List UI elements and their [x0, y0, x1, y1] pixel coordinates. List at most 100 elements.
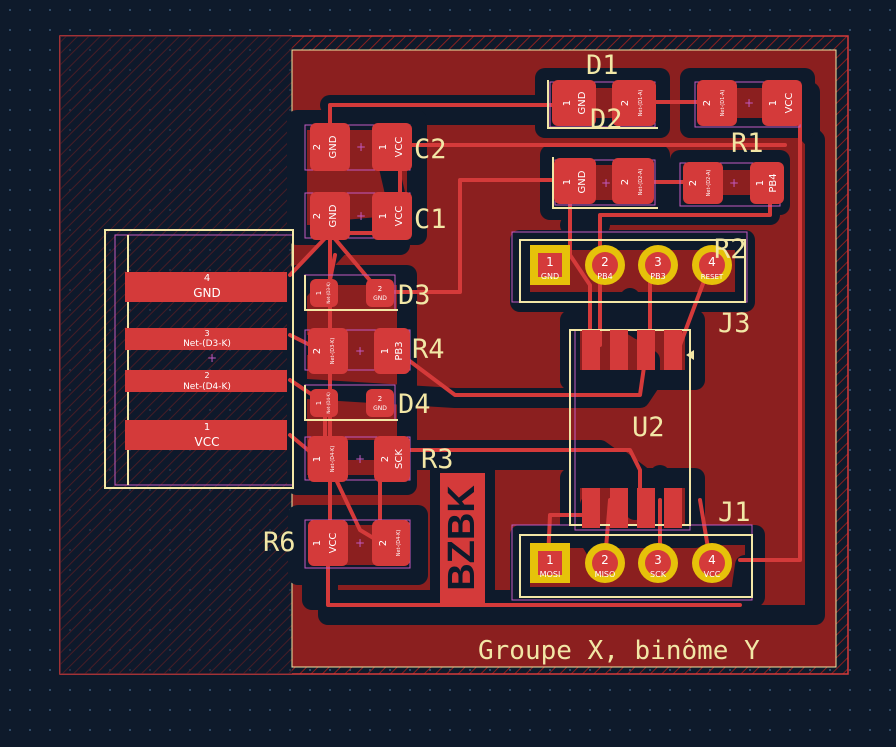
r2-pad-2-net: Net-(D2-A) [706, 170, 712, 197]
ref-c1[interactable]: C1 [414, 204, 447, 235]
connector-left-net-3: Net-(D3-K) [183, 339, 231, 349]
r6-pad-1[interactable] [308, 520, 348, 566]
d2-pad-2[interactable] [612, 158, 654, 204]
c1-pad-2-net: GND [328, 204, 339, 227]
group-label[interactable]: Groupe X, binôme Y [478, 636, 760, 666]
ref-u2[interactable]: U2 [632, 412, 665, 443]
connector-left-pad-3[interactable] [125, 328, 287, 350]
d2-pad-1-net: GND [577, 170, 588, 193]
u2-pad-4[interactable] [664, 488, 682, 528]
ref-r6[interactable]: R6 [263, 527, 296, 558]
d2-pad-2-num: 2 [620, 179, 631, 185]
c2-pad-2-net: GND [328, 135, 339, 158]
r4-pad-2[interactable] [308, 328, 348, 374]
ref-d3[interactable]: D3 [398, 280, 431, 311]
u2-pad-2[interactable] [610, 488, 628, 528]
anchor-cross-icon: + [601, 176, 611, 190]
r1-pad-2[interactable] [697, 80, 737, 126]
ref-j1[interactable]: J1 [718, 497, 751, 528]
r1-pad-1-net: VCC [784, 93, 795, 114]
reference-labels: D1 D2 R1 C2 C1 R2 D3 J3 R4 D4 U2 R3 J1 R… [263, 50, 764, 558]
r2-pad-1-num: 1 [755, 180, 766, 186]
hatch-shade [60, 36, 292, 674]
ref-c2[interactable]: C2 [414, 134, 447, 165]
u2-pad-3[interactable] [637, 488, 655, 528]
ref-r2[interactable]: R2 [714, 234, 747, 265]
d4-pad-2[interactable] [366, 389, 394, 417]
u2-pad-8[interactable] [582, 330, 600, 370]
ref-r4[interactable]: R4 [412, 334, 445, 365]
ref-r3[interactable]: R3 [421, 444, 454, 475]
d1-pad-1[interactable] [552, 80, 596, 126]
connector-left-pad-4[interactable] [125, 272, 287, 302]
ref-d4[interactable]: D4 [398, 389, 431, 420]
c1-pad-2-num: 2 [312, 213, 323, 219]
c1-pad-2[interactable] [310, 192, 350, 240]
smd-pads: 2 GND 1 VCC 2 GND 1 VCC 1 GND 2 Net-(D1-… [308, 80, 802, 566]
d3-pad-2[interactable] [366, 279, 394, 307]
anchor-cross-icon: + [355, 452, 365, 466]
ref-d1[interactable]: D1 [586, 50, 619, 81]
connector-left: 4 GND 3 Net-(D3-K) 2 Net-(D4-K) 1 VCC + [125, 272, 287, 450]
logo-text: BZBK [441, 485, 483, 591]
r3-pad-2-num: 2 [380, 456, 391, 462]
r4-pad-1-num: 1 [380, 348, 391, 354]
j1-pin-1-net: MOSI [540, 570, 561, 579]
anchor-cross-icon: + [729, 176, 739, 190]
d1-pad-2-num: 2 [620, 100, 631, 106]
d3-pad-1-num: 1 [315, 291, 323, 295]
d2-pad-1[interactable] [554, 158, 596, 204]
j3-pin-3-num: 3 [654, 255, 662, 269]
r4-pad-1[interactable] [374, 328, 410, 374]
r2-pad-2[interactable] [683, 162, 723, 204]
c2-pad-1[interactable] [372, 123, 412, 171]
connector-left-pad-1[interactable] [125, 420, 287, 450]
d1-pad-2[interactable] [612, 80, 656, 126]
connector-left-pin-num-1: 1 [204, 422, 210, 433]
j3-pin-2-net: PB4 [597, 272, 612, 281]
c1-pad-1-net: VCC [394, 206, 405, 227]
r3-pad-1-num: 1 [312, 456, 323, 462]
j1-pin-4-num: 4 [708, 553, 716, 567]
c1-pad-1[interactable] [372, 192, 412, 240]
r1-pad-1[interactable] [762, 80, 802, 126]
j3-pin-4-num: 4 [708, 255, 716, 269]
r6-pad-2[interactable] [372, 520, 410, 566]
d3-pad-2-net: GND [373, 295, 387, 302]
j3-header: 1 GND 2 PB4 3 PB3 4 RESET [530, 245, 732, 285]
ref-r1[interactable]: R1 [731, 128, 764, 159]
j1-pin-2-num: 2 [601, 553, 609, 567]
d2-pad-2-net: Net-(D2-A) [638, 169, 644, 196]
r1-pad-2-net: Net-(D1-A) [720, 90, 726, 117]
connector-left-pin-num-3: 3 [204, 329, 209, 338]
u2-pad-5[interactable] [664, 330, 682, 370]
u2-ic [582, 330, 694, 528]
r6-pad-2-net: Net-(D4-K) [396, 530, 402, 557]
u2-pad-6[interactable] [637, 330, 655, 370]
d1-pad-1-num: 1 [562, 100, 573, 106]
r1-pad-2-num: 2 [702, 100, 713, 106]
c2-pad-2[interactable] [310, 123, 350, 171]
r3-pad-2[interactable] [374, 436, 410, 482]
u2-pad-1[interactable] [582, 488, 600, 528]
r4-pad-1-net: PB3 [394, 341, 405, 360]
connector-left-net-2: Net-(D4-K) [183, 382, 231, 392]
r2-pad-1[interactable] [750, 162, 784, 204]
r2-pad-1-net: PB4 [768, 173, 779, 192]
d4-pad-2-num: 2 [378, 395, 382, 403]
d4-pad-1[interactable] [310, 389, 338, 417]
d3-pad-1[interactable] [310, 279, 338, 307]
r3-pad-1-net: Net-(D4-K) [330, 446, 336, 473]
r6-pad-1-net: VCC [328, 533, 339, 554]
anchor-cross-icon: + [356, 209, 366, 223]
connector-left-pad-2[interactable] [125, 370, 287, 392]
d3-pad-1-net: Net-(D3-K) [326, 282, 331, 304]
r4-pad-2-num: 2 [312, 348, 323, 354]
ref-d2[interactable]: D2 [590, 104, 623, 135]
ref-j3[interactable]: J3 [718, 308, 751, 339]
r3-pad-1[interactable] [308, 436, 348, 482]
c2-pad-1-num: 1 [378, 144, 389, 150]
u2-pad-7[interactable] [610, 330, 628, 370]
